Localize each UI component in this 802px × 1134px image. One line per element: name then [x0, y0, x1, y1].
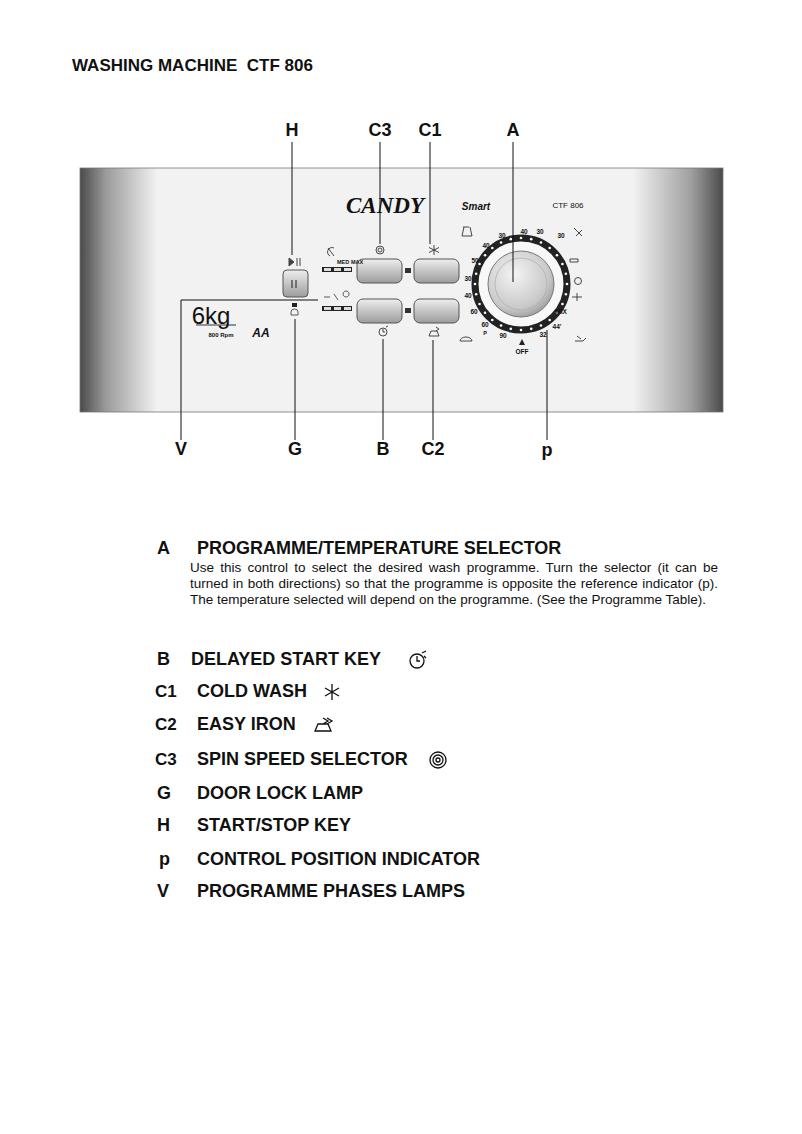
panel-text: MED — [337, 259, 349, 265]
lock-icon — [291, 309, 298, 315]
dial-icons — [460, 227, 586, 341]
panel-text: 30 — [464, 275, 471, 282]
control-panel — [80, 168, 723, 412]
dial-dot — [548, 319, 551, 322]
panel-text: 6kg — [192, 303, 231, 329]
legend-item: B — [157, 650, 170, 670]
phase-lamps — [322, 291, 352, 311]
dial-dot — [509, 238, 512, 241]
dial-dot — [478, 303, 481, 306]
callout-letter: H — [284, 121, 301, 141]
legend-item: START/STOP KEY — [197, 816, 351, 836]
callout-letter: A — [505, 121, 522, 141]
panel-text: AA — [252, 327, 269, 340]
panel-icons — [328, 245, 439, 336]
door-lock-lamp — [292, 303, 297, 307]
callout-letter: C2 — [419, 440, 446, 460]
option-buttons — [357, 259, 459, 323]
panel-text: 90 — [499, 332, 506, 339]
dial-dot — [556, 254, 559, 257]
legend-item: G — [157, 784, 171, 804]
panel-text: MAX — [351, 259, 363, 265]
legend-item: p — [159, 850, 170, 870]
dial-dot — [561, 303, 564, 306]
dial-dot — [475, 272, 478, 275]
dial-dot — [491, 247, 494, 250]
panel-text: 40 — [482, 242, 489, 249]
panel-text: 44' — [553, 323, 562, 330]
programme-dial — [474, 237, 569, 345]
legend-item: DELAYED START KEY — [191, 650, 381, 670]
dial-dot — [500, 241, 503, 244]
panel-text: Smart — [462, 201, 490, 212]
button-leds — [405, 268, 411, 313]
dial-dot — [484, 311, 487, 314]
callout-letter: G — [286, 440, 304, 460]
panel-text: P — [483, 330, 487, 336]
panel-text: CANDY — [346, 193, 424, 218]
dial-dot — [500, 324, 503, 327]
dial-dot — [474, 283, 477, 286]
legend-item: CONTROL POSITION INDICATOR — [197, 850, 480, 870]
panel-text: 30 — [557, 232, 564, 239]
legend-item: C3 — [155, 751, 177, 770]
dial-dot — [540, 241, 543, 244]
panel-text: 60 — [481, 321, 488, 328]
dial-dot — [520, 329, 523, 332]
panel-text: 40 — [464, 292, 471, 299]
dial-dot — [509, 328, 512, 331]
panel-text: CTF 806 — [552, 202, 583, 211]
dial-dot — [520, 237, 523, 240]
description: Use this control to select the desired w… — [190, 560, 718, 609]
legend-item: A — [157, 539, 170, 559]
callout-letter: C1 — [416, 121, 443, 141]
legend-item: SPIN SPEED SELECTOR — [197, 750, 408, 770]
panel-text: 32 — [539, 331, 546, 338]
dial-dot — [475, 293, 478, 296]
panel-text: 30 — [536, 228, 543, 235]
page-title: WASHING MACHINE CTF 806 — [72, 57, 313, 76]
callout-letter: B — [375, 440, 392, 460]
legend-item: EASY IRON — [197, 715, 296, 735]
dial-dot — [540, 324, 543, 327]
legend-item: COLD WASH — [197, 682, 307, 702]
dial-dot — [548, 247, 551, 250]
spin-leds — [322, 267, 352, 272]
panel-text: MIX — [555, 308, 567, 315]
start-stop-symbol — [289, 258, 300, 266]
dial-dot — [530, 238, 533, 241]
panel-text: 50 — [471, 257, 478, 264]
panel-text: 60 — [470, 308, 477, 315]
legend-item: C1 — [155, 683, 177, 702]
leader-lines — [181, 142, 547, 440]
panel-border — [80, 168, 723, 412]
panel-text: 30 — [498, 232, 505, 239]
dial-dot — [561, 263, 564, 266]
dial-dot — [478, 263, 481, 266]
dial-dot — [565, 293, 568, 296]
legend-item: PROGRAMME/TEMPERATURE SELECTOR — [197, 539, 561, 559]
legend-item: H — [157, 816, 170, 836]
start-button — [283, 270, 308, 297]
start-icon — [292, 280, 296, 288]
panel-text: OFF — [516, 348, 529, 355]
panel-text: 40 — [520, 228, 527, 235]
dial-dot — [565, 272, 568, 275]
dial-dot — [566, 283, 569, 286]
panel-text: 800 Rpm — [208, 332, 233, 339]
callout-letter: V — [173, 440, 189, 460]
dial-dot — [491, 319, 494, 322]
control-panel: CANDY Smart CTF 806MEDMAX 6kg 800 Rpm AA 30 40 5… — [80, 168, 723, 412]
legend-item: C2 — [155, 716, 177, 735]
dial-dot — [484, 254, 487, 257]
legend-item: V — [157, 882, 169, 902]
callout-letter: C3 — [366, 121, 393, 141]
legend-item: PROGRAMME PHASES LAMPS — [197, 882, 465, 902]
callout-letter: p — [540, 441, 555, 461]
dial-dot — [530, 328, 533, 331]
legend-item: DOOR LOCK LAMP — [197, 784, 363, 804]
